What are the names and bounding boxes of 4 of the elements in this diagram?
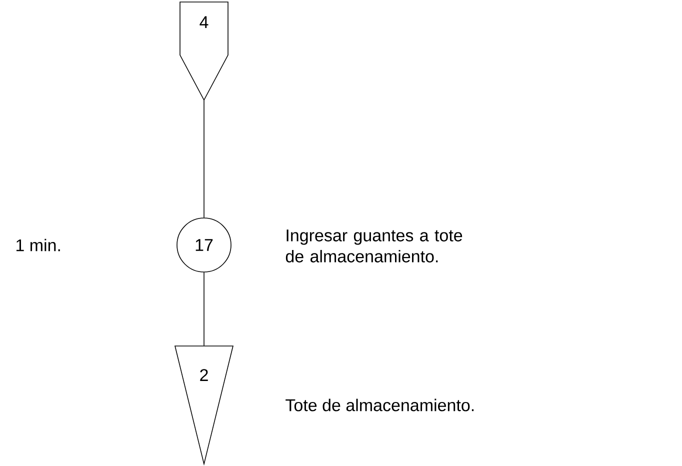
connector-pentagon: 4: [180, 2, 228, 101]
duration-label: 1 min.: [16, 238, 60, 252]
description-text: Ingresar guantes a tote de almacenamiento.: [286, 230, 462, 262]
description-text: Tote de almacenamiento.: [286, 398, 474, 412]
